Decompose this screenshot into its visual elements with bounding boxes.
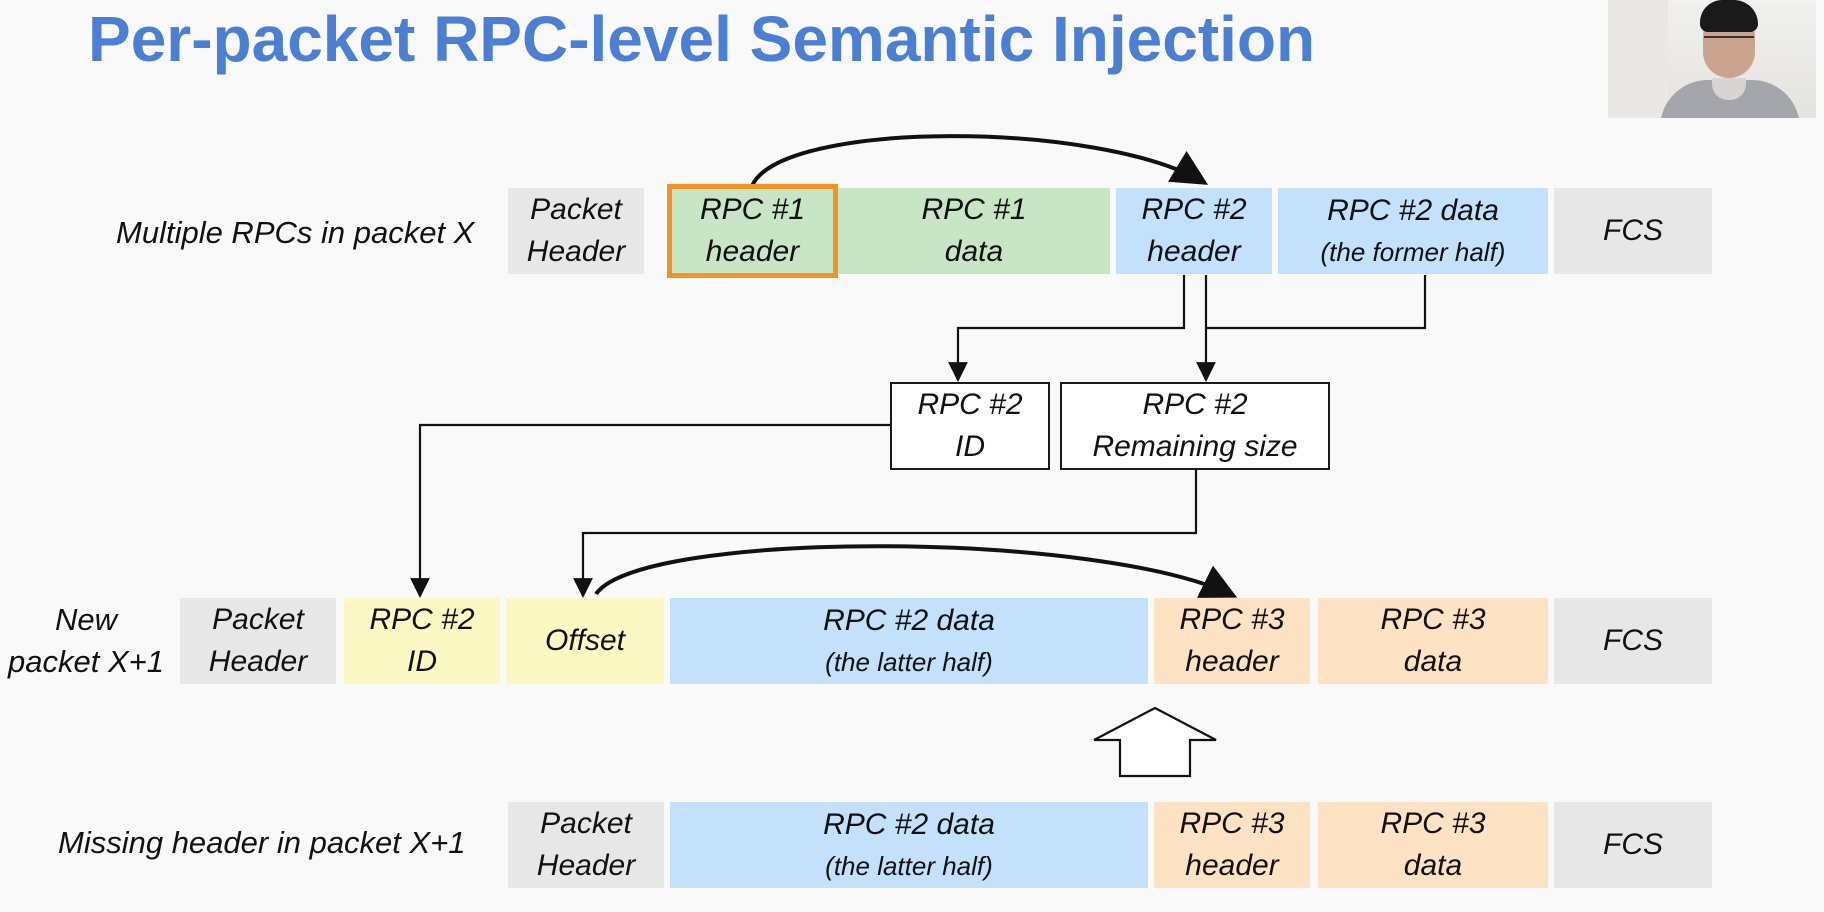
row-label-new-packet: New packet X+1: [8, 602, 164, 679]
offset-cell: Offset: [506, 598, 664, 684]
rpc2-header-cell: RPC #2 header: [1116, 188, 1272, 274]
rpc1-header-cell-highlighted: RPC #1 header: [667, 184, 838, 278]
arrow-rpc2-data-to-size: [1206, 275, 1427, 330]
rpc2-remaining-size-box: RPC #2 Remaining size: [1060, 382, 1330, 470]
curved-arrow-offset-to-rpc3: [594, 544, 1238, 598]
curved-arrow-rpc1-to-rpc2: [750, 134, 1209, 187]
rpc2-data-former-cell: RPC #2 data (the former half): [1278, 188, 1548, 274]
row-label-missing-header: Missing header in packet X+1: [58, 825, 466, 860]
slide-title: Per-packet RPC-level Semantic Injection: [88, 3, 1316, 75]
speaker-webcam-video: [1608, 0, 1816, 118]
hollow-up-arrow-icon: [1093, 706, 1217, 778]
new-rpc2-data-latter-cell: RPC #2 data (the latter half): [670, 598, 1148, 684]
missing-packet-header-cell: Packet Header: [508, 802, 664, 888]
rpc1-data-cell: RPC #1 data: [838, 188, 1110, 274]
new-fcs-cell: FCS: [1554, 598, 1712, 684]
missing-rpc3-data-cell: RPC #3 data: [1318, 802, 1548, 888]
packet-header-cell: Packet Header: [508, 188, 644, 274]
fcs-cell: FCS: [1554, 188, 1712, 274]
missing-fcs-cell: FCS: [1554, 802, 1712, 888]
arrow-rpc2-header-to-id: [948, 275, 1186, 382]
row-label-packet-x: Multiple RPCs in packet X: [116, 215, 475, 250]
arrow-size-to-offset: [573, 470, 1198, 598]
rpc2-id-box: RPC #2 ID: [890, 382, 1050, 470]
new-rpc3-data-cell: RPC #3 data: [1318, 598, 1548, 684]
new-rpc2-id-cell: RPC #2 ID: [344, 598, 500, 684]
missing-rpc2-data-latter-cell: RPC #2 data (the latter half): [670, 802, 1148, 888]
new-rpc3-header-cell: RPC #3 header: [1154, 598, 1310, 684]
new-packet-header-cell: Packet Header: [180, 598, 336, 684]
arrow-id-to-new-packet: [410, 423, 890, 598]
missing-rpc3-header-cell: RPC #3 header: [1154, 802, 1310, 888]
